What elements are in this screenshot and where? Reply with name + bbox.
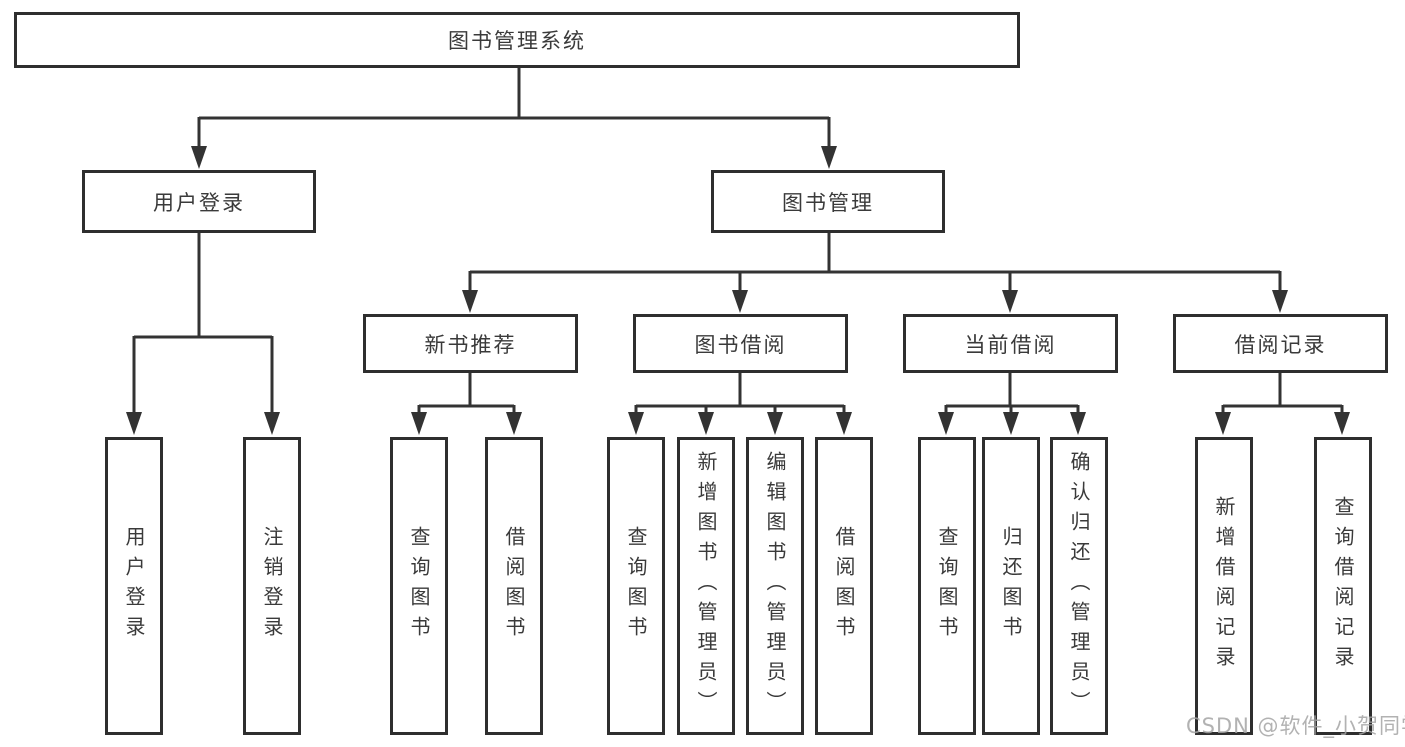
node-user-login: 用户登录 [82, 170, 316, 233]
arrowheads [126, 146, 1350, 435]
node-current-borrowing-label: 当前借阅 [964, 332, 1057, 357]
leaf-return-books: 归还图书 [982, 437, 1040, 735]
leaf-add-books-admin-label: 新增图书（管理员） [694, 451, 718, 721]
leaf-query-borrow-record-label: 查询借阅记录 [1331, 496, 1355, 676]
node-borrowing-records-label: 借阅记录 [1234, 332, 1327, 357]
leaf-logout: 注销登录 [243, 437, 301, 735]
leaf-add-borrow-record-label: 新增借阅记录 [1212, 496, 1236, 676]
node-book-management: 图书管理 [711, 170, 945, 233]
leaf-user-login: 用户登录 [105, 437, 163, 735]
leaf-borrow-books-label: 借阅图书 [832, 526, 856, 646]
leaf-query-books-borrowing-label: 查询图书 [624, 526, 648, 646]
leaf-edit-books-admin-label: 编辑图书（管理员） [763, 451, 787, 721]
leaf-logout-label: 注销登录 [260, 526, 284, 646]
node-new-book-recommend-label: 新书推荐 [424, 332, 517, 357]
leaf-query-borrow-record: 查询借阅记录 [1314, 437, 1372, 735]
node-book-management-label: 图书管理 [782, 190, 874, 215]
leaf-edit-books-admin: 编辑图书（管理员） [746, 437, 804, 735]
leaf-query-books-current: 查询图书 [918, 437, 976, 735]
leaf-borrow-books-recommend: 借阅图书 [485, 437, 543, 735]
leaf-confirm-return-admin-label: 确认归还（管理员） [1067, 451, 1091, 721]
leaf-user-login-label: 用户登录 [122, 526, 146, 646]
node-book-borrowing-label: 图书借阅 [694, 332, 787, 357]
csdn-watermark: CSDN @软件_小贺同学 [1186, 714, 1405, 738]
leaf-add-books-admin: 新增图书（管理员） [677, 437, 735, 735]
node-borrowing-records: 借阅记录 [1173, 314, 1388, 373]
leaf-borrow-books: 借阅图书 [815, 437, 873, 735]
leaf-return-books-label: 归还图书 [999, 526, 1023, 646]
leaf-query-books-recommend-label: 查询图书 [407, 526, 431, 646]
node-book-borrowing: 图书借阅 [633, 314, 848, 373]
node-new-book-recommend: 新书推荐 [363, 314, 578, 373]
node-root: 图书管理系统 [14, 12, 1020, 68]
leaf-query-books-recommend: 查询图书 [390, 437, 448, 735]
node-root-label: 图书管理系统 [448, 29, 586, 53]
node-current-borrowing: 当前借阅 [903, 314, 1118, 373]
leaf-query-books-current-label: 查询图书 [935, 526, 959, 646]
leaf-query-books-borrowing: 查询图书 [607, 437, 665, 735]
leaf-confirm-return-admin: 确认归还（管理员） [1050, 437, 1108, 735]
node-user-login-label: 用户登录 [153, 190, 245, 215]
leaf-borrow-books-recommend-label: 借阅图书 [502, 526, 526, 646]
leaf-add-borrow-record: 新增借阅记录 [1195, 437, 1253, 735]
